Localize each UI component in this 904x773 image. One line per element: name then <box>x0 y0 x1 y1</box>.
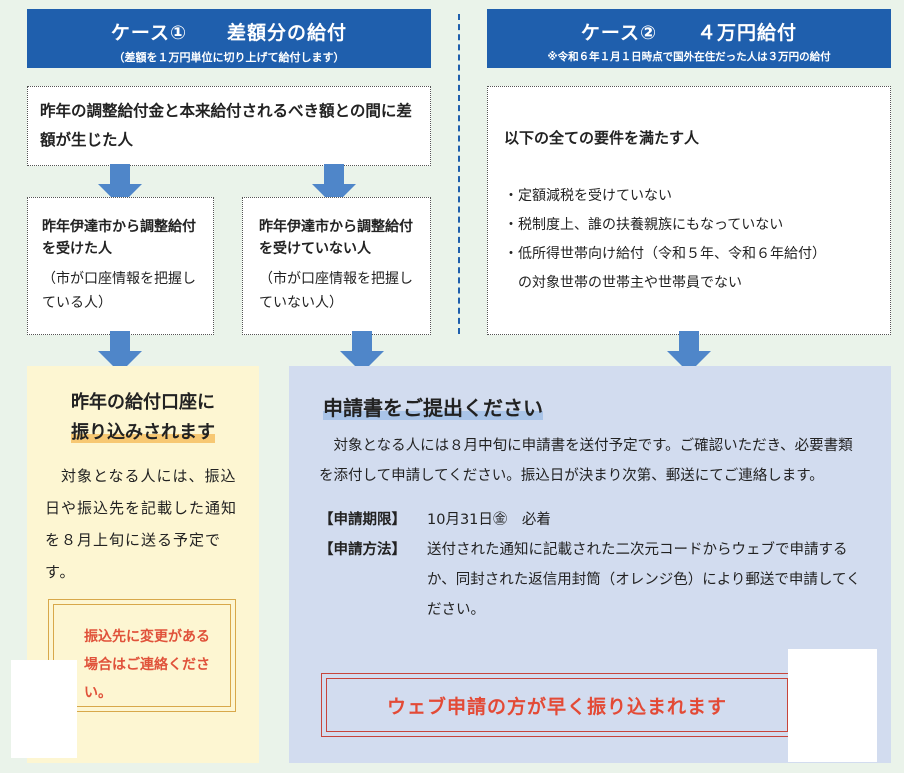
left-result-panel: 昨年の給付口座に 振り込みされます 対象となる人には、振込日や振込先を記載した通… <box>27 366 259 763</box>
deadline-row: 【申請期限】 10月31日㊎ 必着 <box>319 505 891 535</box>
down-arrow-icon <box>98 331 142 373</box>
blank-patch <box>11 660 77 758</box>
case1-subcase-b-box: 昨年伊達市から調整給付を受けていない人 （市が口座情報を把握していない人） <box>242 197 431 335</box>
case1-subcase-a-box: 昨年伊達市から調整給付を受けた人 （市が口座情報を把握している人） <box>27 197 214 335</box>
subcase-a-note: （市が口座情報を把握している人） <box>42 271 196 311</box>
down-arrow-icon <box>340 331 384 373</box>
case2-title: ケース② ４万円給付 <box>580 22 798 44</box>
left-panel-heading: 昨年の給付口座に 振り込みされます <box>27 388 259 448</box>
right-heading-text: 申請書をご提出ください <box>323 396 543 420</box>
left-heading-line1: 昨年の給付口座に <box>71 392 215 413</box>
left-heading-line2: 振り込みされます <box>71 422 215 443</box>
web-callout-frame: ウェブ申請の方が早く振り込まれます <box>321 673 793 737</box>
web-callout-text: ウェブ申請の方が早く振り込まれます <box>386 695 727 718</box>
case2-condition-box: 以下の全ての要件を満たす人 ・定額減税を受けていない ・税制度上、誰の扶養親族に… <box>487 86 891 335</box>
change-notice-frame: 振込先に変更がある場合はご連絡ください。 <box>48 599 236 712</box>
subcase-b-note: （市が口座情報を把握していない人） <box>259 271 413 311</box>
change-notice-inner: 振込先に変更がある場合はご連絡ください。 <box>53 604 231 707</box>
web-callout-inner: ウェブ申請の方が早く振り込まれます <box>326 678 788 732</box>
deadline-value: 10月31日㊎ 必着 <box>427 512 551 528</box>
requirement-item: の対象世帯の世帯主や世帯員でない <box>504 275 742 291</box>
method-label: 【申請方法】 <box>319 542 406 558</box>
down-arrow-icon <box>98 164 142 206</box>
right-panel-body: 対象となる人には８月中旬に申請書を送付予定です。ご確認いただき、必要書類を添付し… <box>319 438 853 484</box>
right-panel-heading: 申請書をご提出ください <box>323 392 891 421</box>
case2-condition-title: 以下の全ての要件を満たす人 <box>504 129 700 147</box>
case1-title: ケース① 差額分の給付 <box>110 22 348 44</box>
case1-header: ケース① 差額分の給付 （差額を１万円単位に切り上げて給付します） <box>27 9 431 68</box>
column-divider <box>458 14 460 334</box>
down-arrow-icon <box>312 164 356 206</box>
case1-condition-text: 昨年の調整給付金と本来給付されるべき額との間に差額が生じた人 <box>40 102 412 149</box>
case2-requirements: ・定額減税を受けていない ・税制度上、誰の扶養親族にもなっていない ・低所得世帯… <box>504 182 874 298</box>
change-notice-text: 振込先に変更がある場合はご連絡ください。 <box>84 629 210 701</box>
subcase-b-title: 昨年伊達市から調整給付を受けていない人 <box>259 219 413 257</box>
case2-subtitle: ※令和６年１月１日時点で国外在住だった人は３万円の給付 <box>547 51 831 63</box>
method-row: 【申請方法】 送付された通知に記載された二次元コードからウェブで申請するか、同封… <box>319 535 863 625</box>
requirement-item: ・低所得世帯向け給付（令和５年、令和６年給付） <box>504 246 826 262</box>
case2-header: ケース② ４万円給付 ※令和６年１月１日時点で国外在住だった人は３万円の給付 <box>487 9 891 68</box>
deadline-label: 【申請期限】 <box>319 512 406 528</box>
down-arrow-icon <box>667 331 711 373</box>
blank-patch <box>788 649 877 762</box>
subcase-a-title: 昨年伊達市から調整給付を受けた人 <box>42 219 196 257</box>
requirement-item: ・定額減税を受けていない <box>504 188 672 204</box>
method-value: 送付された通知に記載された二次元コードからウェブで申請するか、同封された返信用封… <box>427 542 861 618</box>
left-panel-body: 対象となる人には、振込日や振込先を記載した通知を８月上旬に送る予定です。 <box>45 467 238 581</box>
case1-condition-box: 昨年の調整給付金と本来給付されるべき額との間に差額が生じた人 <box>27 86 431 166</box>
case1-subtitle: （差額を１万円単位に切り上げて給付します） <box>113 51 345 64</box>
requirement-item: ・税制度上、誰の扶養親族にもなっていない <box>504 217 784 233</box>
